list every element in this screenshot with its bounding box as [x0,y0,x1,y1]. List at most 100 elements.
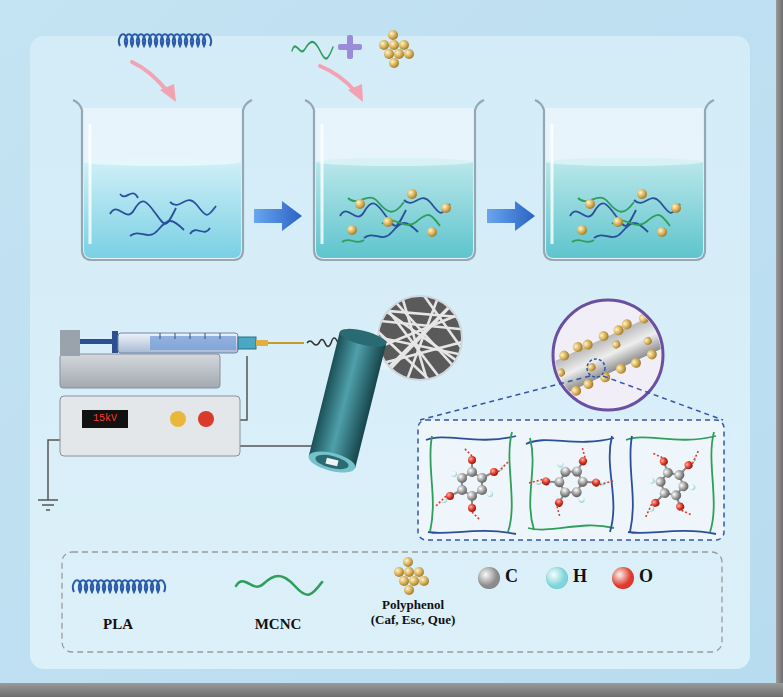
beaker [544,108,705,260]
collector-drum [307,447,358,476]
solution-surface [317,158,473,166]
beaker [305,100,484,260]
wire [48,440,60,500]
fiber-zoom [614,362,627,375]
beaker [305,100,484,260]
interaction-panel [426,432,716,534]
feed-arrow-head [348,84,363,102]
feed-arrow-head [160,84,363,102]
fiber-zoom [581,338,594,351]
interaction-panel [436,448,508,520]
syringe-pump [60,330,80,356]
interaction-panel [418,420,724,540]
zoom-leader [603,376,723,420]
pla-chain [120,193,138,198]
fiber-zoom [557,349,570,362]
plus-sign [347,35,353,59]
fiber-zoom [650,305,663,318]
pla-chain [340,198,450,238]
interaction-panel [626,436,716,440]
polyphenol [577,189,681,237]
polyphenol [407,189,417,199]
wire [240,356,247,420]
syringe-pump [118,333,238,353]
mcnc-chain [572,198,670,242]
syringe-pump [150,336,236,350]
interaction-panel [610,436,614,532]
power-supply [198,411,214,427]
syringe-pump [80,339,116,344]
process-arrow [487,201,535,231]
polyphenol [347,225,357,235]
mcnc-chain [292,42,333,59]
syringe-pump [220,333,221,339]
beaker [535,100,714,260]
beaker [73,100,252,260]
fiber-zoom [597,329,610,342]
interaction-panel [528,525,614,529]
mcnc-chain [348,198,404,212]
feed-arrow-head [160,84,176,102]
polyphenol [657,227,667,237]
legend-label: Polyphenol (Caf, Esc, Que) [367,598,459,628]
process-arrow [254,201,302,231]
plus-sign [338,35,362,59]
fiber-zoom [611,339,622,350]
syringe-pump [60,354,220,388]
fiber-zoom [582,377,595,390]
solution-surface [547,158,703,166]
fiber-zoom [571,340,584,353]
fiber-zoom [533,304,679,407]
power-supply [170,411,186,427]
syringe-pump [160,333,161,339]
background [0,0,776,683]
polyphenol [441,203,451,213]
legend-swatch [612,567,634,589]
pla-chain [190,228,210,234]
voltage-readout: 15kV [82,410,128,428]
polyphenol [355,199,365,209]
wire [240,445,312,447]
interaction-panel [522,433,620,531]
power-supply [60,396,240,456]
power-supply [82,410,128,428]
ground-symbol [46,509,50,511]
legend-label: C [505,566,518,587]
pla-chain [634,198,680,213]
fiber-zoom [516,294,700,414]
polyphenol-cluster [379,30,414,68]
pla-chain [170,200,216,215]
beaker [73,100,252,260]
mcnc-chain [612,215,670,226]
zoom-leader [420,376,590,420]
syringe-pump [112,331,118,353]
fiber-strand [370,290,470,390]
interaction-panel [428,531,516,534]
pla-chain [570,203,636,226]
solution-surface [85,158,241,166]
zoom-leader [420,376,723,420]
feed-arrow [132,62,356,92]
syringe-pump [190,333,191,339]
syringe-pump [256,340,268,346]
mcnc-chain [578,198,634,212]
pla-chain [110,193,216,236]
collector-drum [314,452,350,472]
legend-label: MCNC [233,616,323,633]
collector-drum [307,325,388,476]
sem-image [378,296,462,380]
interaction-panel [628,531,716,534]
pla-chain [110,201,176,224]
fiber-zoom [516,294,700,414]
polyphenol [671,203,681,213]
polyphenol [383,217,393,227]
interaction-panel [530,438,534,530]
fiber-zoom [645,348,658,361]
collector-drum [338,325,388,350]
legend-swatch [478,567,500,589]
mcnc-chain [342,240,364,242]
fiber-zoom [516,294,700,414]
syringe-pump [60,330,304,388]
pla-chain [570,198,680,238]
solution [84,162,241,258]
